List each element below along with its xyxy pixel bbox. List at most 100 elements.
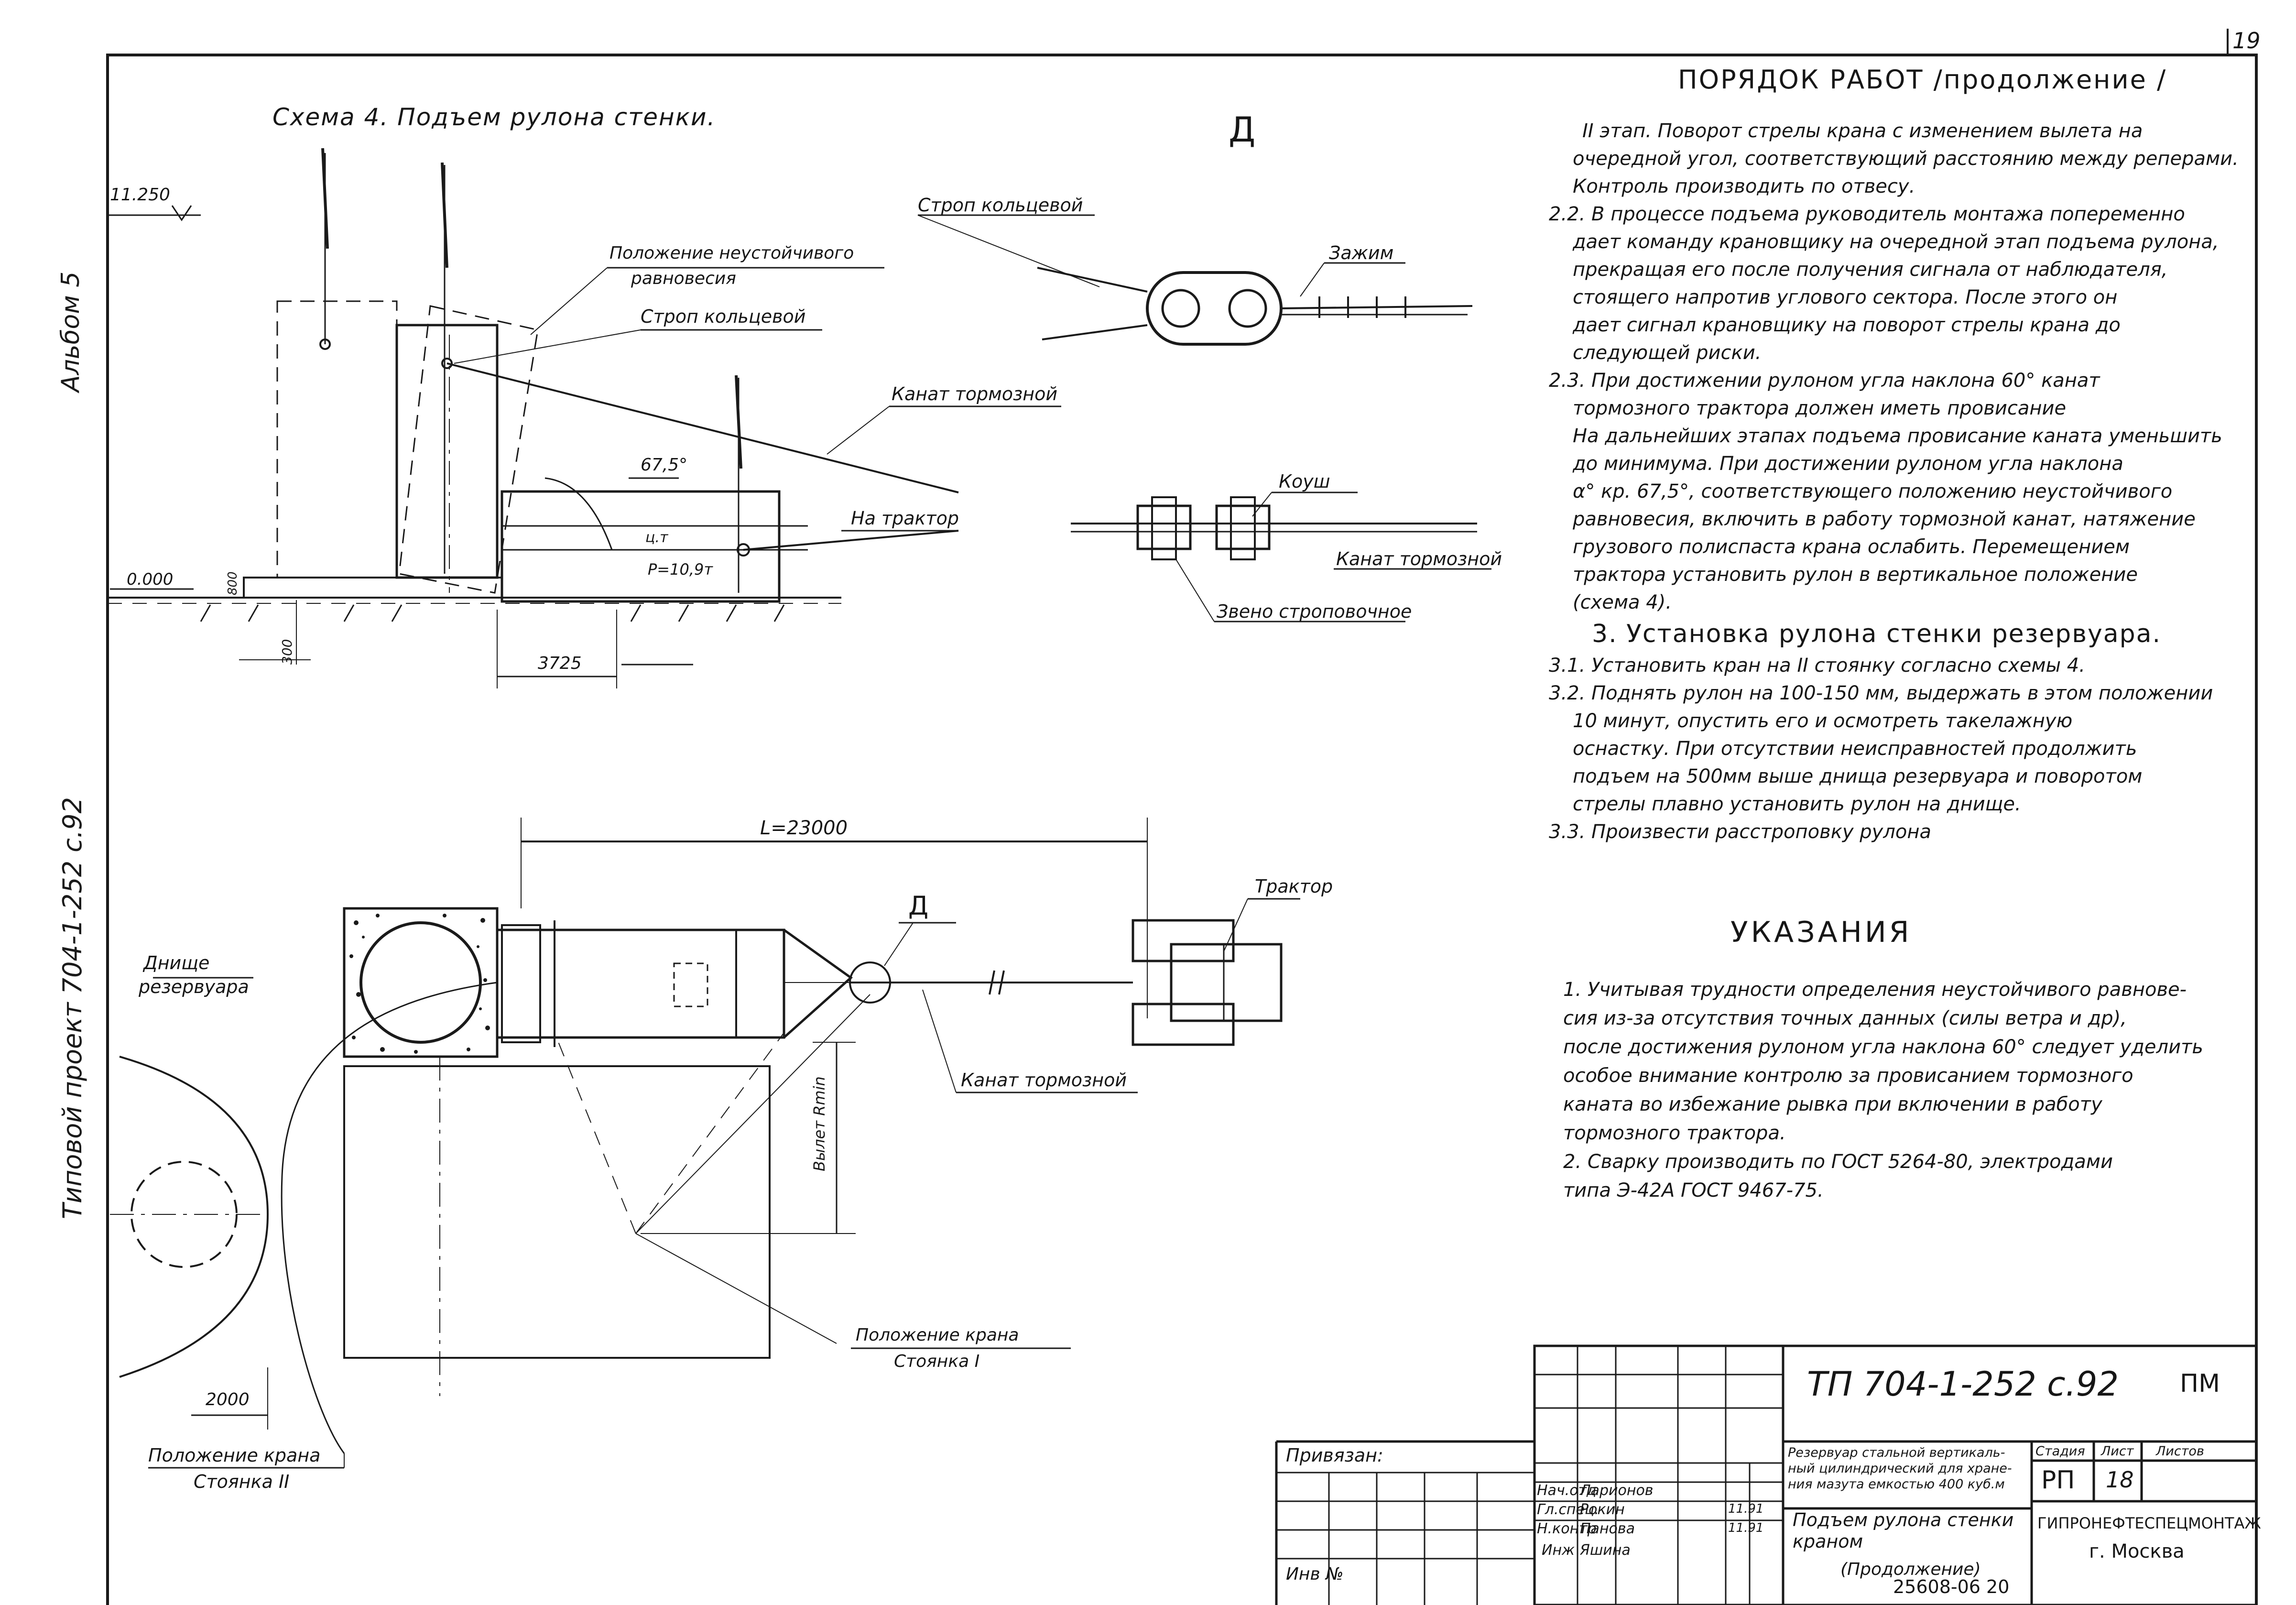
dim-2000: 2000 (206, 1390, 250, 1409)
note-line: очередной угол, соответствующий расстоян… (1573, 148, 2239, 170)
label-to-tractor: На трактор (851, 508, 959, 529)
note-line: оснастку. При отсутствии неисправностей … (1573, 738, 2137, 760)
instruction-line: особое внимание контролю за провисанием … (1563, 1065, 2133, 1087)
note-line: α° кр. 67,5°, соответствующего положению… (1573, 480, 2173, 502)
note-line: дает команду крановщику на очередной эта… (1573, 231, 2219, 253)
instruction-line: тормозного трактора. (1563, 1122, 1786, 1144)
section-heading: 3. Установка рулона стенки резервуара. (1592, 620, 2162, 648)
organization-city: г. Москва (2089, 1540, 2185, 1562)
page-number: 19 (2232, 28, 2261, 54)
staff-name: Рокин (1580, 1501, 1625, 1518)
instruction-line: сия из-за отсутствия точных данных (силы… (1563, 1007, 2127, 1029)
detail-letter: Д (1229, 109, 1256, 150)
label-crane-pos-2a: Положение крана (148, 1445, 321, 1466)
title-block-inv: Инв № (1286, 1564, 1344, 1584)
label-crane-pos-1a: Положение крана (856, 1325, 1019, 1345)
reach-label: Вылет Rmin (810, 1076, 828, 1171)
note-line: дает сигнал крановщику на поворот стрелы… (1573, 314, 2121, 336)
instruction-line: 2. Сварку производить по ГОСТ 5264-80, э… (1563, 1151, 2113, 1173)
work-order-title: ПОРЯДОК РАБОТ /продолжение / (1678, 65, 2167, 95)
label-tank-bottom-1: Днище (143, 952, 210, 973)
sheet-title-3: (Продолжение) (1840, 1560, 1981, 1579)
label-brake-rope-1: Канат тормозной (892, 383, 1058, 404)
note-line: стрелы плавно установить рулон на днище. (1573, 793, 2021, 815)
note-line: подъем на 500мм выше днища резервуара и … (1573, 765, 2143, 787)
instructions-notes: 1. Учитывая трудности определения неусто… (1563, 975, 2256, 1205)
dim-800: 800 (226, 571, 240, 595)
frame-border (106, 54, 2258, 1605)
instruction-line: после достижения рулоном угла наклона 60… (1563, 1036, 2203, 1058)
stage-header: Стадия (2035, 1444, 2085, 1459)
organization: ГИПРОНЕФТЕСПЕЦМОНТАЖ (2037, 1514, 2261, 1532)
detail-ref: Д (908, 891, 929, 921)
note-line: тормозного трактора должен иметь провиса… (1573, 397, 2067, 419)
label-load: P=10,9т (648, 560, 713, 579)
label-tractor: Трактор (1255, 876, 1333, 897)
staff-role: Инж (1542, 1542, 1575, 1559)
label-crane-pos-1b: Стоянка I (894, 1352, 980, 1371)
staff-role: Гл.спец. (1537, 1501, 1599, 1518)
instruction-line: типа Э-42А ГОСТ 9467-75. (1563, 1179, 1824, 1201)
title-block-desc-1: Резервуар стальной вертикаль- (1788, 1445, 2005, 1460)
archive-number: 25608-06 20 (1893, 1576, 2010, 1597)
label-angle: 67,5° (641, 455, 688, 475)
title-block-desc-3: ния мазута емкостью 400 куб.м (1788, 1477, 2005, 1492)
note-line: II этап. Поворот стрелы крана с изменени… (1582, 120, 2143, 142)
label-unstable-2: равновесия (631, 269, 736, 288)
note-line: равновесия, включить в работу тормозной … (1573, 508, 2196, 530)
dim-L: L=23000 (760, 817, 848, 839)
sheet-title-1: Подъем рулона стенки (1793, 1509, 2014, 1530)
sheet-value: 18 (2106, 1467, 2134, 1493)
note-line: 10 минут, опустить его и осмотреть такел… (1573, 710, 2073, 732)
dim-300: 300 (279, 639, 295, 665)
scheme-title: Схема 4. Подъем рулона стенки. (272, 103, 716, 131)
note-line: Контроль производить по отвесу. (1573, 175, 1915, 197)
instruction-line: каната во избежание рывка при включении … (1563, 1093, 2102, 1115)
label-crane-pos-2b: Стоянка II (194, 1471, 290, 1492)
note-line: 3.2. Поднять рулон на 100-150 мм, выдерж… (1549, 682, 2213, 704)
label-tank-bottom-2: резервуара (139, 976, 249, 997)
title-block-code: ТП 704-1-252 с.92 (1807, 1365, 2119, 1404)
staff-name: Панова (1580, 1520, 1635, 1537)
note-line: На дальнейших этапах подъема провисание … (1573, 425, 2222, 447)
note-line: прекращая его после получения сигнала от… (1573, 259, 2168, 281)
sheet-header: Лист (2101, 1444, 2134, 1459)
note-line: 2.2. В процессе подъема руководитель мон… (1549, 203, 2185, 225)
label-brake-rope-2: Канат тормозной (1336, 548, 1502, 569)
title-block-linked: Привязан: (1286, 1445, 1383, 1466)
note-line: следующей риски. (1573, 342, 1762, 364)
side-label-album: Альбом 5 (56, 272, 85, 393)
work-order-notes: II этап. Поворот стрелы крана с изменени… (1549, 117, 2256, 846)
staff-name: Ларионов (1580, 1482, 1654, 1499)
label-ring-sling-1: Строп кольцевой (641, 306, 806, 327)
staff-role: Н.контр (1537, 1520, 1597, 1537)
sheet-title-2: краном (1793, 1531, 1863, 1552)
note-line: трактора установить рулон в вертикальное… (1573, 564, 2138, 586)
label-brake-rope-3: Канат тормозной (961, 1070, 1127, 1091)
stage-value: РП (2041, 1466, 2075, 1495)
title-block-desc-2: ный цилиндрический для хране- (1788, 1461, 2012, 1476)
label-ring-sling-2: Строп кольцевой (918, 195, 1083, 216)
elevation-mark: 11.250 (110, 185, 170, 205)
instructions-title: УКАЗАНИЯ (1730, 916, 1912, 949)
note-line: (схема 4). (1573, 591, 1672, 613)
note-line: 3.1. Установить кран на II стоянку согла… (1549, 655, 2085, 677)
dim-3725: 3725 (538, 654, 582, 673)
label-cog: ц.т (645, 529, 668, 546)
label-thimble: Коуш (1279, 471, 1330, 492)
note-line: 2.3. При достижении рулоном угла наклона… (1549, 370, 2100, 392)
label-unstable-1: Положение неустойчивого (609, 243, 854, 263)
instruction-line: 1. Учитывая трудности определения неусто… (1563, 979, 2187, 1001)
note-line: 3.3. Произвести расстроповку рулона (1549, 821, 1931, 843)
label-sling-link: Звено строповочное (1217, 601, 1412, 622)
sheets-header: Листов (2156, 1444, 2204, 1459)
staff-role: Нач.отд (1537, 1482, 1597, 1499)
staff-date: 11.91 (1728, 1502, 1764, 1516)
staff-date: 11.91 (1728, 1521, 1764, 1535)
label-clamp: Зажим (1329, 242, 1394, 263)
note-line: грузового полиспаста крана ослабить. Пер… (1573, 536, 2130, 558)
ground-mark: 0.000 (127, 570, 174, 589)
title-block-section: ПМ (2180, 1369, 2220, 1398)
